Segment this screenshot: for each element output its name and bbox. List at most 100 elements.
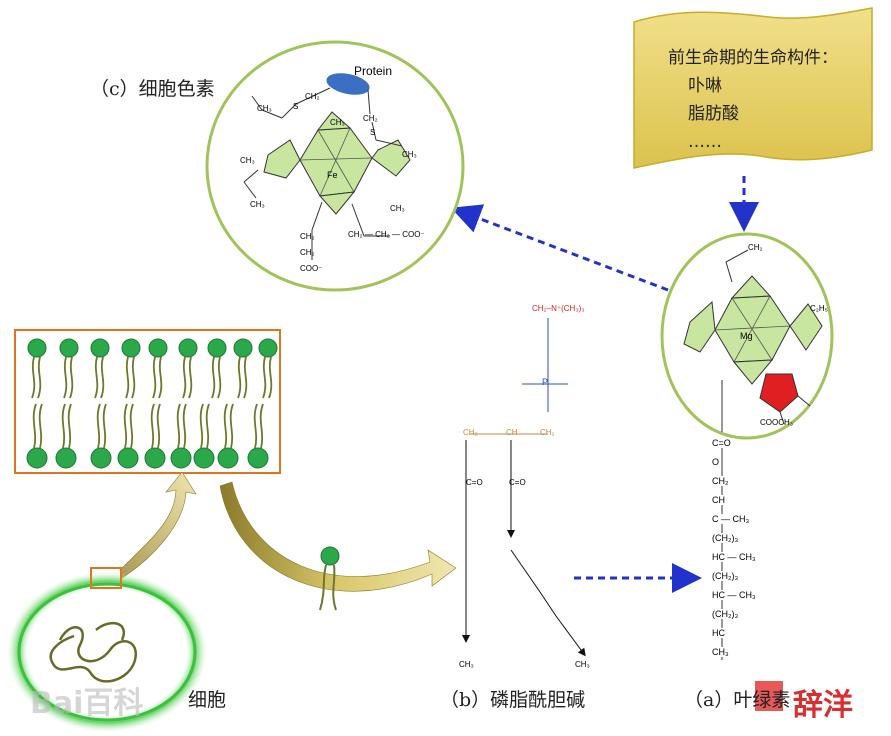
phosphatidylcholine-molecule [462,318,586,657]
phytol-chain-unit: CH₂ [710,476,731,486]
heme-ch3-label-4: CH₃ [240,156,255,165]
lipid-tail [125,356,130,399]
heme-ch2-label-3: CH₂ [300,232,315,241]
lipid-head [27,338,47,358]
prelife-banner-text: 前生命期的生命构件： 卟啉 脂肪酸 …… [668,44,838,156]
lipid-tail [188,356,193,399]
choline-label: CH₂–N⁺(CH₃)₃ [532,304,585,313]
red-ring-v [759,373,799,413]
lipid-tail [259,403,264,449]
lipid-head [90,338,110,358]
lipid-tail [199,403,204,449]
label-chlorophyll: （a）叶绿素 [684,689,791,711]
lipid-tail [67,403,72,449]
lipid-tail [229,403,234,449]
phytol-chain-unit: C=O [710,438,733,448]
heme-ch3-label-5: CH₃ [390,204,405,213]
single-lipid [319,546,340,611]
banner-line-3: 脂肪酸 [688,104,739,124]
lipid-tail [150,403,155,449]
lipid-tail [32,403,37,449]
glycerol-ch-label: CH [506,428,518,437]
banner-line-1: 前生命期的生命构件： [668,48,838,68]
lipid-tail [96,403,101,449]
phytol-chain-unit: (CH₂)₃ [710,571,741,581]
lipid-tail [182,356,187,399]
lipid-tail [237,356,242,399]
protein-label: Protein [354,64,393,78]
banner-line-2: 卟啉 [688,76,722,96]
lipid-tail [217,356,222,399]
lipid-tail [243,356,248,399]
lipid-tail [31,356,36,399]
tail-ch3-label-1: CH₃ [459,660,474,669]
lipid-head [144,447,166,469]
chlorophyll-to-heme-arrow [450,204,669,292]
lipid-tail [61,403,66,449]
lipid-tail [253,403,258,449]
heme-ch3-label-6: CH₃ [250,200,265,209]
lipid-head [207,338,227,358]
phytol-chain-unit: (CH₂)₃ [710,609,741,619]
heme-ch2-label-2: CH₂ [363,114,378,123]
lipid-head [117,447,139,469]
lipid-head [247,447,269,469]
phytol-chain-unit: HC [710,628,727,638]
lipid-tail [205,403,210,449]
lipid-head [193,447,215,469]
ester-co-label-2: C=O [509,478,526,487]
phytol-chain-unit: C — CH₃ [710,514,752,524]
heme-molecule [205,40,465,292]
baike-watermark: Bai百科 [30,686,144,721]
watermark-stamp [755,681,783,711]
glycerol-ch2-label-1: CH₂ [463,428,478,437]
lipid-head [258,338,278,358]
membrane-zoom-box [90,567,122,589]
phytol-chain-unit: HC — CH₃ [710,552,758,562]
lipid-tail [223,403,228,449]
heme-ch3-label-3: CH₃ [402,150,417,159]
lipid-tail [268,356,273,399]
lipid-head [217,447,239,469]
glycerol-ch2-label-2: CH₂ [540,428,555,437]
label-phospholipid: （b）磷脂酰胆碱 [440,689,586,711]
phosphorus-label: P [542,377,549,387]
ester-co-label-1: C=O [466,478,483,487]
heme-chain-label: CH₂ — CH₂ — COO⁻ [348,230,425,239]
heme-metal-label: Fe [327,170,338,180]
lipid-tail [211,356,216,399]
lipid-tail [176,403,181,449]
cell [7,567,207,732]
lipid-tail [123,403,128,449]
lipid-head [121,338,141,358]
lipid-head [233,338,253,358]
banner-line-4: …… [688,132,722,152]
membrane-to-lipid-arrow [219,481,457,592]
lipid-head [170,447,192,469]
lipid-tail [158,356,163,399]
cell-to-membrane-arrow [119,471,197,579]
protein-blob [326,73,370,95]
lipid-tail [94,356,99,399]
tail-ch3-label-2: CH₃ [575,660,590,669]
lipid-tail [131,356,136,399]
lipid-tail [69,356,74,399]
lipid-tail [156,403,161,449]
lipid-head [59,338,79,358]
heme-ch2-label: CH₂ [305,92,320,101]
prelife-banner [633,7,873,169]
phytol-chain-unit: CH₃ [710,647,731,657]
lipid-head [55,447,77,469]
heme-ch2-label-4: CH₂ [300,248,315,257]
lipid-head [178,338,198,358]
stamp-watermark: 辞洋 [793,688,853,723]
lipid-tail [152,356,157,399]
label-heme: （c）细胞色素 [90,78,215,100]
phytol-chain-unit: O [710,457,722,467]
lipid-tail [38,403,43,449]
label-cell: 细胞 [188,689,227,711]
chlorophyll-metal-label: Mg [740,331,753,341]
chlorophyll-molecule [660,232,834,440]
phytol-chain-unit: (CH₂)₃ [710,533,741,543]
